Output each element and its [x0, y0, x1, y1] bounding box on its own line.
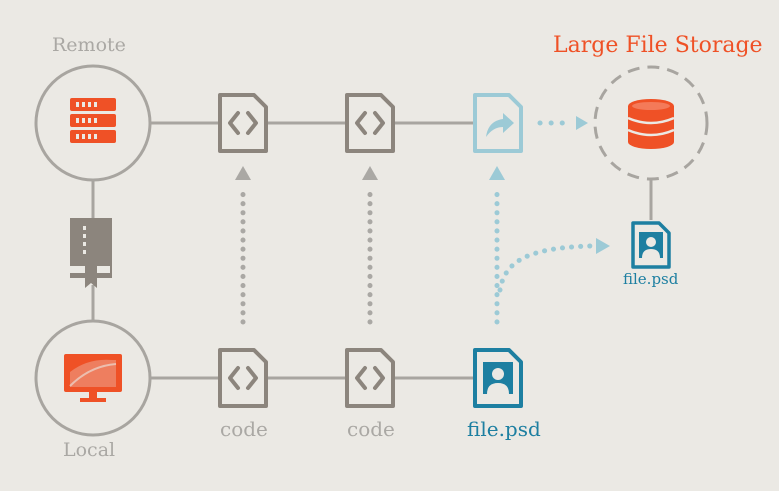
local-node — [34, 319, 152, 437]
push-arrow-pointer — [489, 166, 505, 325]
code-file-icon — [345, 348, 395, 408]
code-file-icon — [218, 93, 268, 153]
monitor-icon — [64, 354, 122, 402]
push-arrow-code-2 — [362, 166, 378, 325]
book-icon — [70, 218, 112, 288]
image-file-icon — [631, 221, 671, 269]
upload-arrow-lfs — [497, 238, 610, 293]
code-file-icon — [218, 348, 268, 408]
server-icon — [70, 98, 116, 143]
code-label: code — [220, 417, 268, 441]
database-icon — [627, 99, 675, 149]
push-arrow-code-1 — [235, 166, 251, 325]
lfs-storage-node — [593, 65, 709, 181]
code-label: code — [347, 417, 395, 441]
pointer-file-icon — [473, 93, 523, 153]
image-file-icon — [473, 348, 523, 408]
large-file-storage-label: Large File Storage — [553, 33, 763, 58]
connector-lines — [91, 121, 653, 380]
psd-file-storage-label: file.psd — [623, 270, 679, 288]
code-file-icon — [345, 93, 395, 153]
psd-file-label: file.psd — [467, 417, 541, 441]
remote-label: Remote — [52, 34, 126, 56]
remote-node — [34, 64, 152, 182]
pointer-to-storage-arrow — [537, 116, 588, 130]
local-label: Local — [63, 439, 116, 461]
